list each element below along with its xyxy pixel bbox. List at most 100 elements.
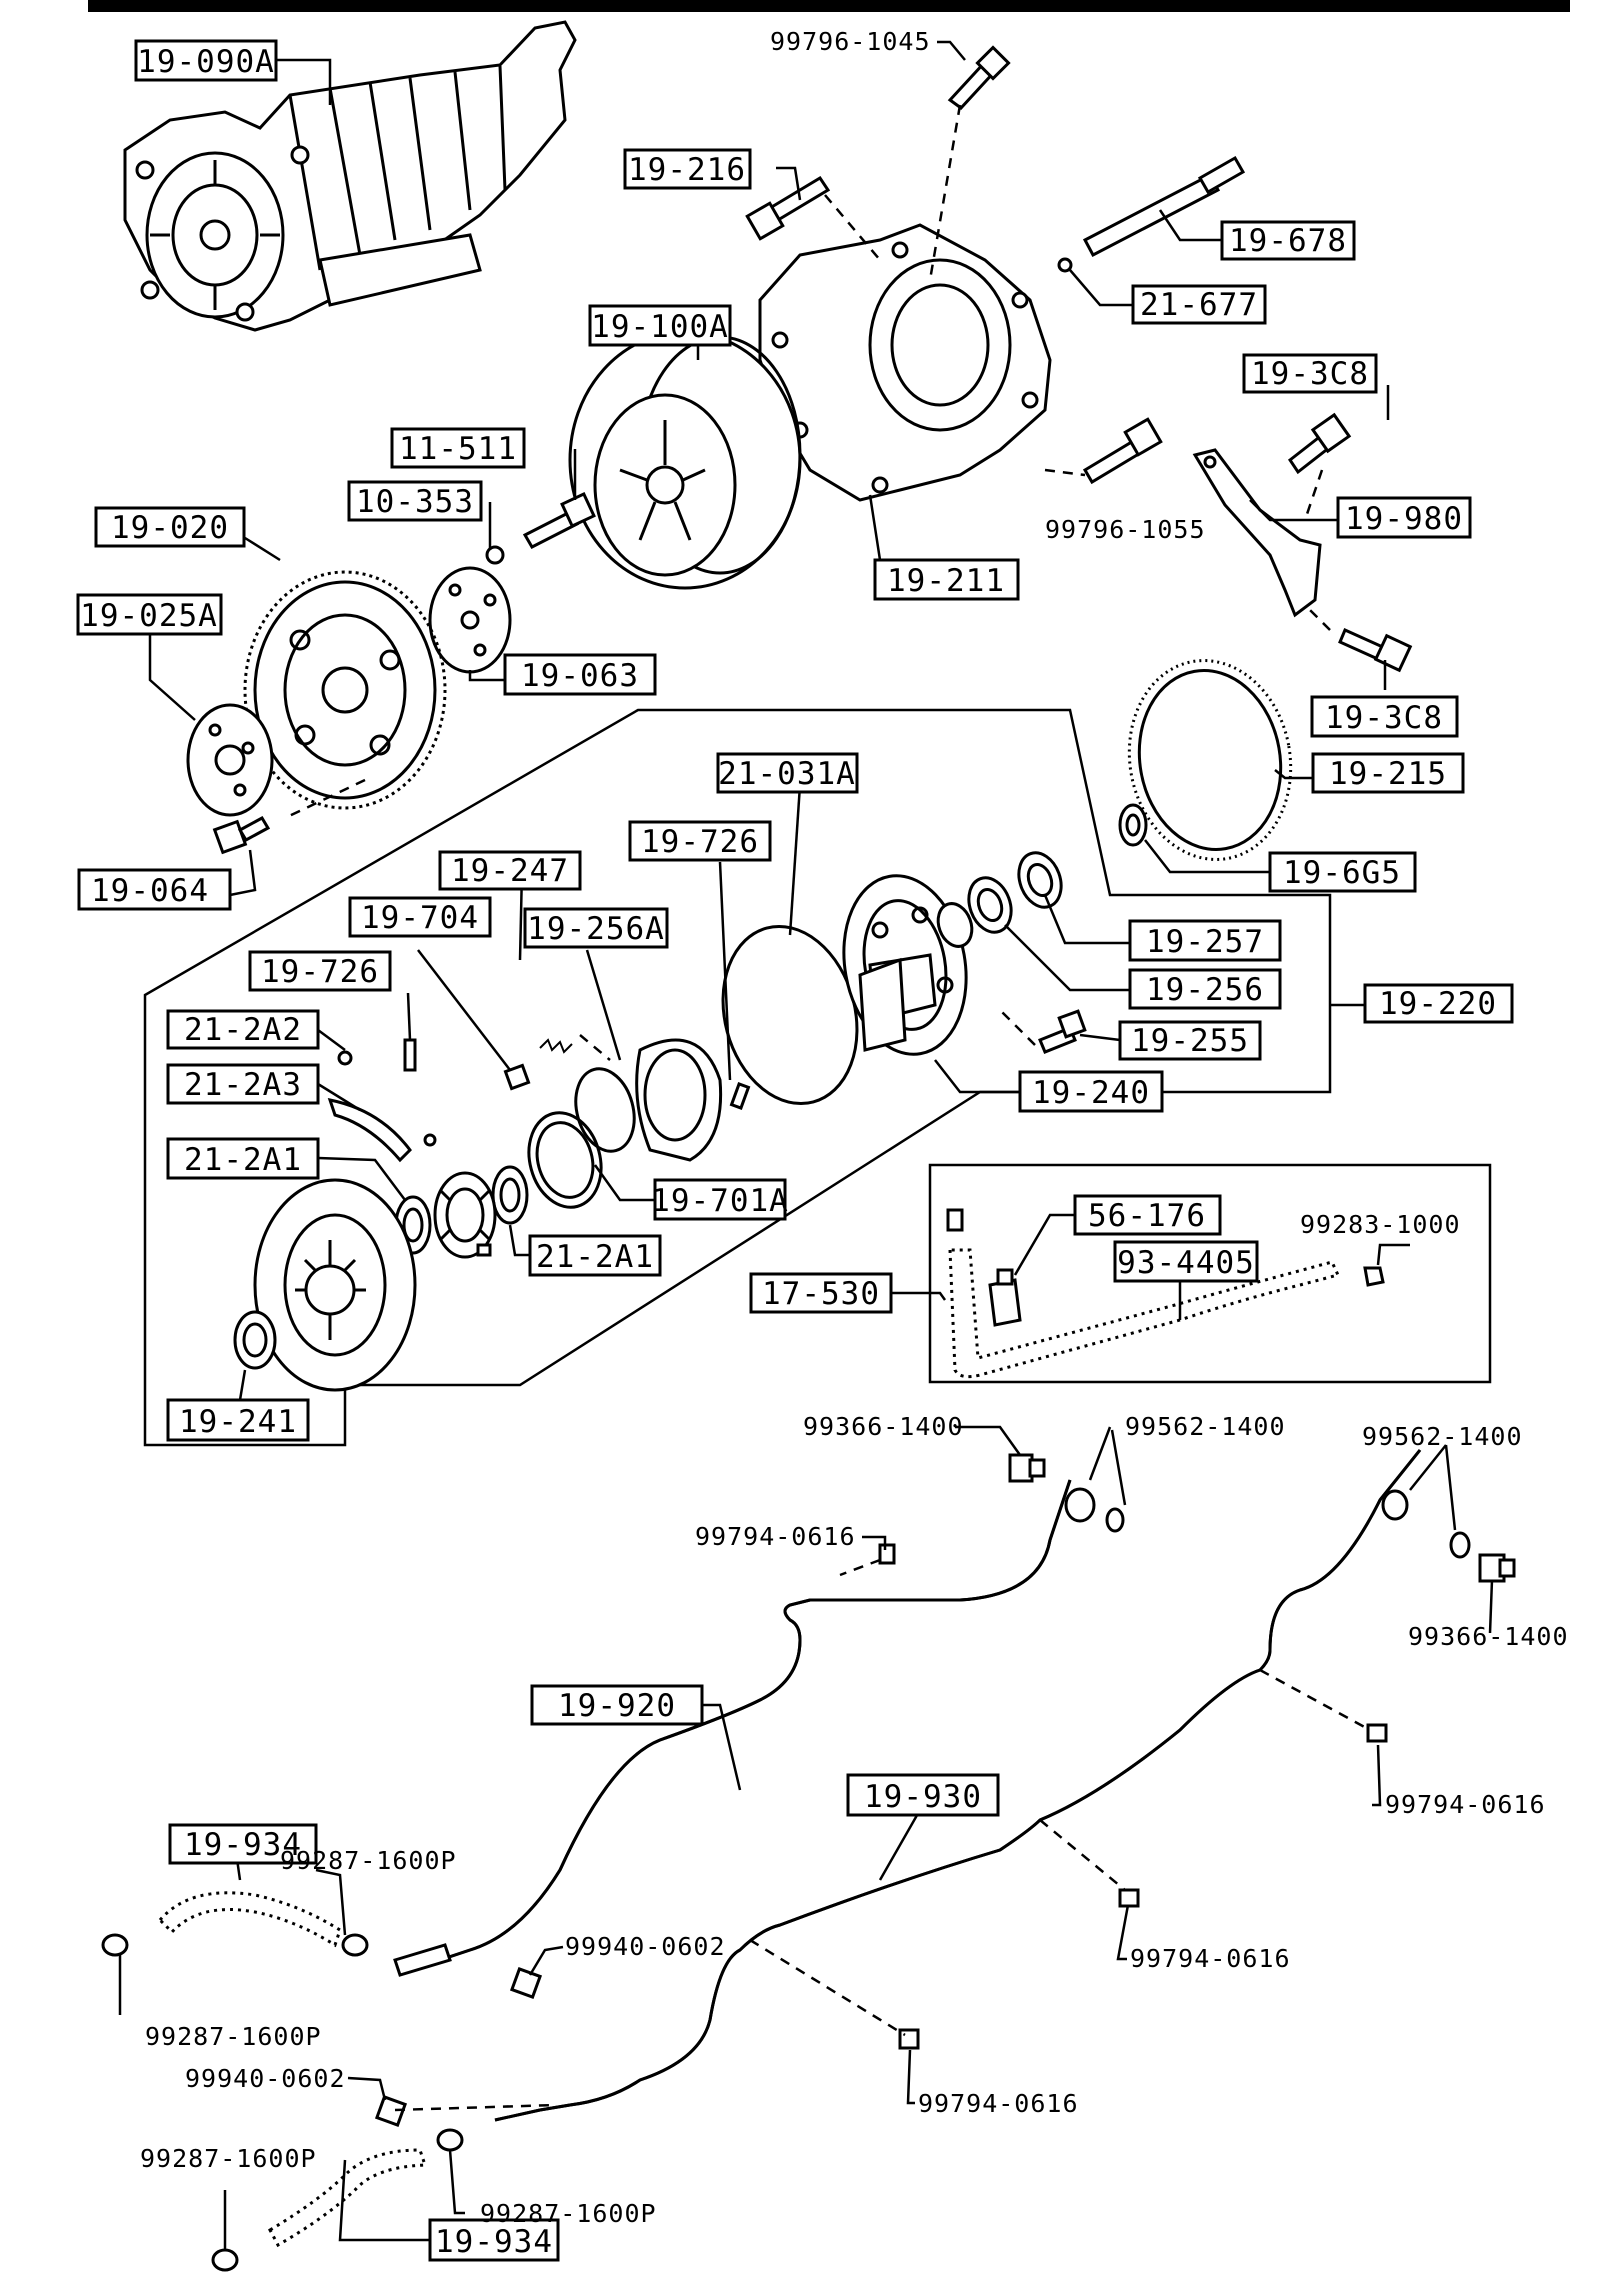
svg-text:19-220: 19-220 xyxy=(1379,986,1497,1022)
pipe-end-19-920-drawing xyxy=(393,1943,452,1977)
label-19-216: 19-216 xyxy=(623,148,752,190)
svg-text:19-726: 19-726 xyxy=(261,954,379,990)
torque-converter-drawing xyxy=(568,330,802,590)
gasket-19-215-drawing xyxy=(1127,659,1293,861)
drive-plate-19-020-drawing xyxy=(243,570,447,810)
label-19-704: 19-704 xyxy=(348,896,492,938)
bolt-99796-1045-drawing xyxy=(947,45,1011,110)
label-19-090A: 19-090A xyxy=(134,39,278,82)
fitting-99366-1400-top-drawing xyxy=(1008,1453,1046,1483)
hose-19-934-bottom-drawing xyxy=(268,2148,428,2248)
label-99940-0602-b: 99940-0602 xyxy=(185,2064,346,2093)
svg-text:21-2A1: 21-2A1 xyxy=(536,1239,654,1275)
spring-19-247-drawing xyxy=(539,1038,573,1054)
nut-99283-1000-drawing xyxy=(1363,1266,1385,1287)
bolt-99794-0616-c-drawing xyxy=(1118,1888,1140,1908)
hose-93-4405-drawing xyxy=(948,1248,1341,1379)
seal-19-6G5-drawing xyxy=(1118,803,1148,847)
svg-text:19-241: 19-241 xyxy=(179,1404,297,1440)
svg-text:93-4405: 93-4405 xyxy=(1117,1245,1255,1281)
label-19-980: 19-980 xyxy=(1336,496,1472,539)
label-99794-0616-d: 99794-0616 xyxy=(918,2089,1079,2118)
label-21-2A1-left: 21-2A1 xyxy=(166,1137,320,1180)
pump-gear-drawing xyxy=(433,1171,497,1259)
oil-pump-19-240-drawing xyxy=(842,874,968,1056)
label-11-511: 11-511 xyxy=(390,427,526,469)
bolt-19-064-drawing xyxy=(212,815,271,855)
label-21-677: 21-677 xyxy=(1131,284,1267,325)
pump-assembly-group-outline xyxy=(143,708,1332,1447)
svg-text:21-2A2: 21-2A2 xyxy=(184,1012,302,1048)
label-19-247: 19-247 xyxy=(438,850,582,891)
hose-group-17-530-outline xyxy=(928,1163,1492,1384)
bolt-19-3C8-top-drawing xyxy=(1287,412,1352,475)
bolt-99796-1055-drawing xyxy=(1082,417,1163,485)
label-19-934-bottom: 19-934 xyxy=(428,2218,560,2262)
label-99794-0616-a: 99794-0616 xyxy=(695,1522,856,1551)
svg-text:19-920: 19-920 xyxy=(558,1688,676,1724)
clamp-99287-1600P-d-drawing xyxy=(211,2248,239,2272)
label-99366-1400-right: 99366-1400 xyxy=(1408,1622,1569,1651)
label-19-255: 19-255 xyxy=(1118,1020,1262,1061)
svg-text:56-176: 56-176 xyxy=(1088,1198,1206,1234)
washer-99562-1400-mid-drawing xyxy=(1064,1487,1096,1523)
washer-99562-1400-right-a-drawing xyxy=(1381,1489,1409,1521)
ball-21-2A3-end-drawing xyxy=(423,1133,437,1147)
adapter-19-025A-drawing xyxy=(186,703,274,817)
oil-pipe-19-920-drawing xyxy=(439,1479,1072,1962)
bracket-19-980-drawing xyxy=(1192,448,1322,618)
sleeve-19-256A-drawing xyxy=(635,1038,723,1162)
seal-rings-19-257-256-drawing xyxy=(936,851,1063,948)
label-19-063: 19-063 xyxy=(503,653,657,696)
label-93-4405: 93-4405 xyxy=(1113,1240,1259,1283)
label-19-257: 19-257 xyxy=(1128,919,1282,962)
seal-19-241-drawing xyxy=(233,1310,277,1370)
svg-text:11-511: 11-511 xyxy=(399,431,517,467)
label-99283-1000: 99283-1000 xyxy=(1300,1210,1461,1239)
svg-text:10-353: 10-353 xyxy=(356,484,474,520)
svg-text:19-257: 19-257 xyxy=(1146,924,1264,960)
label-21-2A2: 21-2A2 xyxy=(166,1009,320,1050)
label-21-031A: 21-031A xyxy=(716,752,859,794)
label-19-211: 19-211 xyxy=(873,558,1020,601)
transmission-assembly-drawing xyxy=(123,20,577,332)
svg-text:19-980: 19-980 xyxy=(1345,501,1463,537)
clamp-99287-1600P-c-drawing xyxy=(436,2128,464,2152)
svg-text:19-256A: 19-256A xyxy=(527,911,665,947)
label-17-530: 17-530 xyxy=(749,1272,893,1314)
plug-19-704-drawing xyxy=(503,1063,531,1091)
ring-21-2A1-right-drawing xyxy=(491,1165,529,1225)
label-19-934-top: 19-934 xyxy=(168,1823,318,1865)
washer-10-353-drawing xyxy=(485,545,505,565)
shaft-19-678-drawing xyxy=(1057,155,1246,273)
label-56-176: 56-176 xyxy=(1073,1194,1222,1236)
top-border-bar xyxy=(88,0,1570,12)
bolt-99794-0616-d-drawing xyxy=(898,2028,920,2050)
label-99562-1400-right: 99562-1400 xyxy=(1362,1422,1523,1451)
label-19-701A: 19-701A xyxy=(651,1178,788,1221)
label-19-025A: 19-025A xyxy=(76,593,223,636)
hose-19-934-top-drawing xyxy=(157,1891,342,1948)
oil-pipe-19-930-drawing xyxy=(494,1449,1422,2122)
label-19-3C8-bottom: 19-3C8 xyxy=(1310,695,1459,738)
label-19-726-top: 19-726 xyxy=(628,820,772,862)
washer-99562-1400-low-drawing xyxy=(1105,1507,1125,1533)
svg-text:19-063: 19-063 xyxy=(521,658,639,694)
label-19-240: 19-240 xyxy=(1018,1070,1164,1113)
svg-text:19-240: 19-240 xyxy=(1032,1075,1150,1111)
converter-housing-drawing xyxy=(758,223,1052,502)
label-99562-1400-mid: 99562-1400 xyxy=(1125,1412,1286,1441)
label-19-930: 19-930 xyxy=(846,1773,1000,1817)
label-21-2A3: 21-2A3 xyxy=(166,1063,320,1105)
label-19-020: 19-020 xyxy=(94,506,246,548)
clip-56-176-drawing xyxy=(988,1268,1022,1327)
svg-text:19-3C8: 19-3C8 xyxy=(1325,700,1443,736)
bolt-19-3C8-bottom-drawing xyxy=(1338,627,1413,673)
label-19-064: 19-064 xyxy=(77,868,232,911)
label-19-100A: 19-100A xyxy=(588,304,732,347)
svg-text:17-530: 17-530 xyxy=(762,1276,880,1312)
bolt-99794-0616-b-drawing xyxy=(1366,1723,1388,1743)
pin-19-726-left-drawing xyxy=(403,1038,417,1072)
label-21-2A1-right: 21-2A1 xyxy=(528,1234,662,1277)
svg-text:19-090A: 19-090A xyxy=(137,44,275,80)
